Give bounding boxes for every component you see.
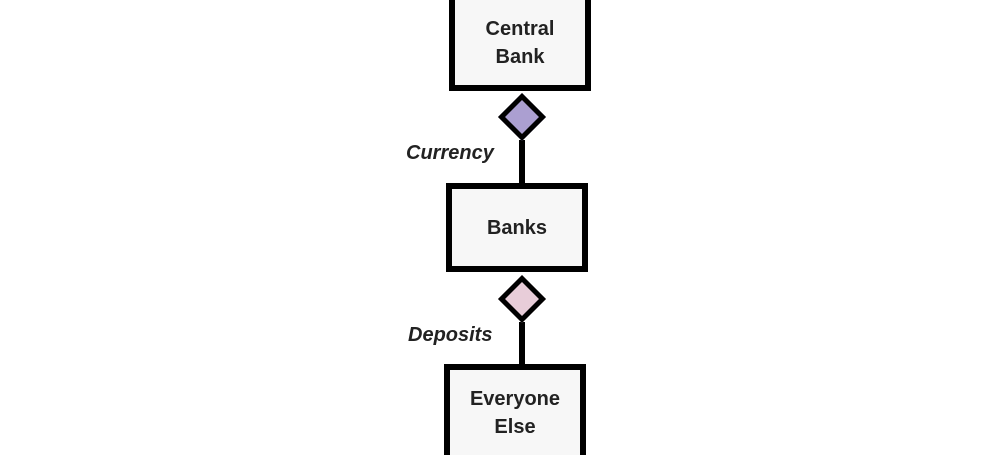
- node-label-banks: Banks: [486, 216, 548, 239]
- edge-line-currency: [519, 140, 525, 184]
- aggregation-diamond-icon: [497, 92, 547, 142]
- node-label-central-bank: Central Bank: [485, 17, 555, 68]
- node-banks: Banks: [446, 183, 588, 272]
- edge-label-currency: Currency: [406, 142, 494, 164]
- node-everyone-else: Everyone Else: [444, 364, 586, 455]
- edge-line-deposits: [519, 322, 525, 365]
- node-central-bank: Central Bank: [449, 0, 591, 91]
- node-label-everyone-else: Everyone Else: [469, 387, 561, 438]
- edge-label-deposits: Deposits: [408, 324, 493, 346]
- aggregation-diamond-icon: [497, 274, 547, 324]
